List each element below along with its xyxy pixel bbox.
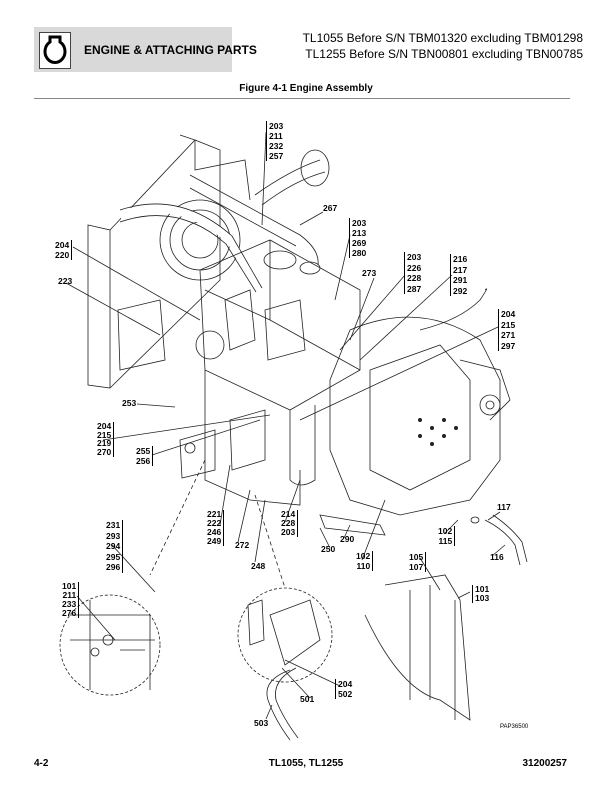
callout: 273 xyxy=(362,268,377,278)
applicability: TL1055 Before S/N TBM01320 excluding TBM… xyxy=(243,30,583,62)
callout: 255 256 xyxy=(136,446,154,466)
callout: 267 xyxy=(323,203,338,213)
callout: 216 217 291 292 xyxy=(450,254,467,296)
callout: 204 215 219 270 xyxy=(97,422,115,457)
callout: 503 xyxy=(254,718,269,728)
callout: 117 xyxy=(497,502,511,512)
callout: 101 211 233 276 xyxy=(62,582,80,618)
callout: 203 213 269 280 xyxy=(349,218,366,258)
section-title: ENGINE & ATTACHING PARTS xyxy=(84,43,257,57)
page-number: 4-2 xyxy=(34,758,49,769)
callout: 101 103 xyxy=(472,585,489,603)
callout: 102 115 xyxy=(438,526,456,546)
engine-icon xyxy=(39,32,71,69)
callout: 203 211 232 257 xyxy=(266,121,283,161)
callout: 250 xyxy=(321,544,336,554)
callout: 501 xyxy=(300,694,315,704)
applicability-line: TL1055 Before S/N TBM01320 excluding TBM… xyxy=(302,31,583,45)
callout: 231 293 294 295 296 xyxy=(106,520,124,573)
callout: 204 215 271 297 xyxy=(498,309,515,351)
callout: 203 226 228 287 xyxy=(404,252,421,294)
callout: 223 xyxy=(58,276,73,286)
callout: 102 110 xyxy=(356,551,374,571)
doc-number: 31200257 xyxy=(522,758,568,769)
callout: 105 107 xyxy=(409,552,427,572)
callout: 248 xyxy=(251,561,266,571)
callout: 253 xyxy=(122,398,137,408)
applicability-line: TL1255 Before S/N TBN00801 excluding TBN… xyxy=(305,47,583,61)
callout: 204 220 xyxy=(55,240,73,260)
callout: 204 502 xyxy=(335,679,352,699)
callout: 272 xyxy=(235,540,250,550)
footer-models: TL1055, TL1255 xyxy=(268,758,344,769)
callout: 221 222 246 249 xyxy=(207,510,225,546)
callout: 116 xyxy=(490,552,504,562)
callout: 214 228 203 xyxy=(281,510,299,537)
divider xyxy=(34,98,570,99)
callout: 290 xyxy=(340,534,355,544)
drawing-id: PAP36500 xyxy=(500,724,529,730)
figure-title: Figure 4-1 Engine Assembly xyxy=(239,83,373,94)
